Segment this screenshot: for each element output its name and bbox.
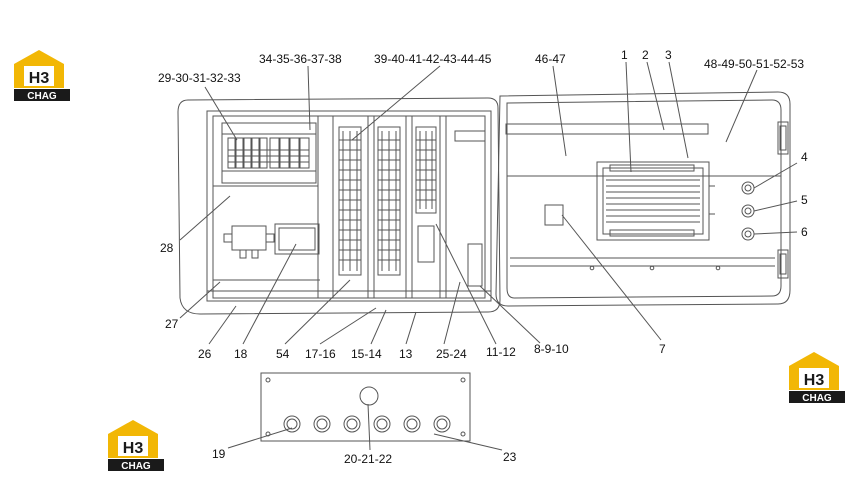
wire-ducts: [317, 116, 447, 298]
callout-label: 48-49-50-51-52-53: [704, 57, 804, 71]
terminal-strip-b: [377, 126, 401, 276]
callout-labels: 29-30-31-32-33 34-35-36-37-38 39-40-41-4…: [158, 48, 808, 466]
terminal-strip-a: [338, 126, 362, 276]
logo-right: H3 CHAG: [789, 352, 845, 404]
callout-label: 25-24: [436, 347, 467, 361]
callout-label: 8-9-10: [534, 342, 569, 356]
top-bolt: [454, 130, 486, 142]
controller-bracket-bottom: [609, 229, 695, 237]
callout-label: 26: [198, 347, 212, 361]
logo-word-bar: [14, 89, 70, 101]
breaker-block: [221, 122, 317, 184]
contactor-module: [274, 223, 320, 255]
door-top-strip: [505, 123, 709, 135]
callout-label: 2: [642, 48, 649, 62]
logo-word: CHAG: [27, 91, 57, 102]
earth-bar: [467, 243, 483, 287]
drawing: 29-30-31-32-33 34-35-36-37-38 39-40-41-4…: [158, 48, 808, 466]
logo-word-bar: [108, 459, 164, 471]
callout-label: 6: [801, 225, 808, 239]
controller-bracket-top: [609, 164, 695, 172]
callout-label: 13: [399, 347, 413, 361]
logo-word: CHAG: [802, 393, 832, 404]
callout-label: 7: [659, 342, 666, 356]
logo-inner-icon: [799, 368, 829, 388]
callout-label: 20-21-22: [344, 452, 392, 466]
callout-label: 39-40-41-42-43-44-45: [374, 52, 492, 66]
logo-word-bar: [789, 391, 845, 403]
callout-label: 19: [212, 447, 226, 461]
callout-label: 17-16: [305, 347, 336, 361]
callout-label: 15-14: [351, 347, 382, 361]
lamp-5-icon: [741, 204, 755, 218]
callout-label: 5: [801, 193, 808, 207]
cabinet-outer-outline: [177, 97, 501, 315]
callout-label: 34-35-36-37-38: [259, 52, 342, 66]
logo-mark: H3: [123, 440, 144, 457]
leader-lines: [179, 61, 798, 451]
door-inner-outline: [506, 99, 782, 299]
cable-gland-large-icon: [359, 386, 379, 406]
plate-screw: [460, 431, 466, 437]
logo-bottom-left: H3 CHAG: [108, 420, 164, 472]
cabinet-inner-frame: [206, 110, 492, 302]
callout-label: 27: [165, 317, 179, 331]
logo-word: CHAG: [121, 461, 151, 472]
small-terminal-block: [417, 225, 435, 263]
plate-screw: [460, 377, 466, 383]
callout-label: 46-47: [535, 52, 566, 66]
callout-label: 18: [234, 347, 248, 361]
door-label-plate: [544, 204, 564, 226]
logo-inner-icon: [118, 436, 148, 456]
hinge-bottom-icon: [777, 249, 789, 279]
terminal-hatching: [339, 139, 436, 261]
callout-label: 28: [160, 241, 174, 255]
plate-screw: [265, 377, 271, 383]
door-screw: [715, 265, 721, 271]
door-outer-outline: [495, 91, 791, 307]
cable-gland-row: [283, 415, 451, 433]
lamp-4-icon: [741, 181, 755, 195]
cabinet-body: [177, 97, 501, 315]
logo-mark: H3: [804, 372, 825, 389]
breaker-hatching: [228, 149, 309, 163]
cabinet-door: [495, 91, 791, 307]
breaker-units: [227, 137, 310, 169]
mounting-plate: [212, 115, 486, 299]
logo-top-left: H3 CHAG: [14, 50, 70, 102]
logo-mark: H3: [29, 70, 50, 87]
logo-inner-icon: [24, 66, 54, 86]
relay-module: [223, 225, 275, 259]
gland-plate: [260, 372, 471, 442]
callout-label: 29-30-31-32-33: [158, 71, 241, 85]
callout-label: 3: [665, 48, 672, 62]
callout-label: 1: [621, 48, 628, 62]
callout-label: 54: [276, 347, 290, 361]
hinge-top-icon: [777, 121, 789, 155]
callout-label: 23: [503, 450, 517, 464]
callout-label: 4: [801, 150, 808, 164]
controller-module: [596, 161, 715, 241]
callout-label: 11-12: [486, 345, 516, 359]
controller-fins: [606, 179, 700, 223]
lamp-6-icon: [741, 227, 755, 241]
door-screw: [589, 265, 595, 271]
door-screw: [649, 265, 655, 271]
